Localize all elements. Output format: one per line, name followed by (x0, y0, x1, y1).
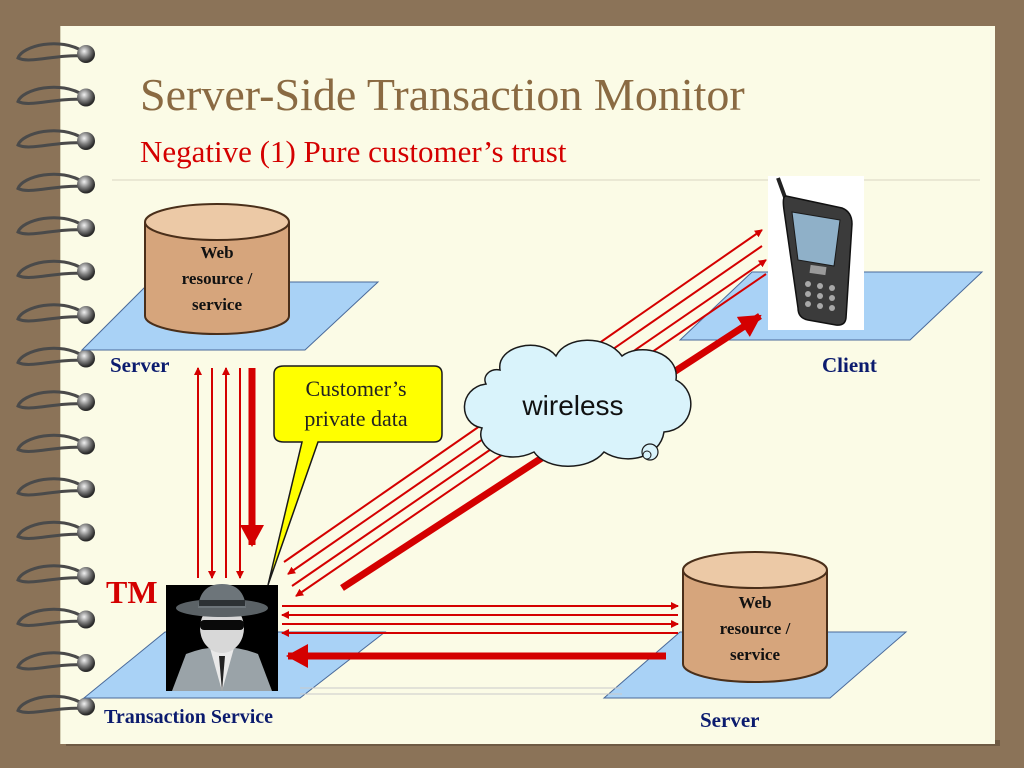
callout-line: Customer’s (305, 376, 407, 401)
bottom-server-label: Server (700, 708, 760, 732)
spy-agent-icon (166, 584, 278, 691)
cylinder-line: service (729, 645, 781, 664)
binding-ring (77, 567, 95, 585)
transaction-service-label: Transaction Service (104, 706, 274, 728)
spiral-wire (16, 259, 85, 279)
binding-ring (77, 88, 95, 107)
client-label: Client (822, 353, 877, 377)
spiral-wire (16, 607, 85, 627)
spiral-binding-icon (16, 42, 95, 716)
slide-title: Server-Side Transaction Monitor (140, 69, 745, 120)
binding-ring (77, 45, 95, 63)
binding-ring (77, 132, 95, 150)
mobile-phone-icon (768, 176, 864, 330)
spiral-wire (16, 85, 85, 105)
database-cylinder-icon (144, 203, 290, 335)
spiral-wire (16, 42, 85, 62)
cylinder-line: resource / (719, 619, 791, 638)
binding-ring (77, 349, 95, 368)
spiral-wire (16, 303, 85, 323)
cylinder-line: Web (738, 593, 772, 612)
tm-bottom-server-arrows (281, 602, 679, 637)
top-server-label: Server (110, 353, 170, 377)
binding-ring (77, 654, 95, 672)
slide-subtitle: Negative (1) Pure customer’s trust (140, 134, 567, 169)
callout-text: Customer’s private data (276, 374, 436, 434)
binding-ring (77, 219, 95, 237)
cloud-label: wireless (522, 390, 624, 421)
binding-ring (77, 480, 95, 498)
spiral-wire (16, 564, 85, 584)
cylinder-line: Web (200, 243, 234, 262)
binding-ring (77, 393, 95, 411)
spiral-wire (16, 651, 85, 671)
binding-ring (77, 436, 95, 455)
binding-ring (77, 175, 95, 194)
spiral-wire (16, 477, 85, 497)
spiral-wire (16, 216, 85, 236)
top-cylinder-label: Web resource / service (160, 240, 274, 318)
spiral-wire (16, 520, 85, 540)
callout-line: private data (304, 406, 408, 431)
binding-ring (77, 610, 95, 629)
binding-ring (77, 262, 95, 281)
bottom-cylinder-label: Web resource / service (698, 590, 812, 668)
tm-label: TM (106, 574, 158, 610)
cylinder-line: service (191, 295, 243, 314)
cylinder-line: resource / (181, 269, 253, 288)
spiral-wire (16, 433, 85, 453)
spiral-wire (16, 694, 85, 714)
binding-ring (77, 523, 95, 542)
spiral-wire (16, 129, 85, 149)
server-tm-arrows (194, 367, 244, 579)
private-data-callout (267, 365, 443, 586)
binding-ring (77, 697, 95, 716)
binding-ring (77, 306, 95, 324)
spiral-wire (16, 346, 85, 366)
spiral-wire (16, 390, 85, 410)
database-cylinder-icon (682, 551, 828, 683)
cloud-icon (463, 339, 692, 467)
spiral-wire (16, 172, 85, 192)
